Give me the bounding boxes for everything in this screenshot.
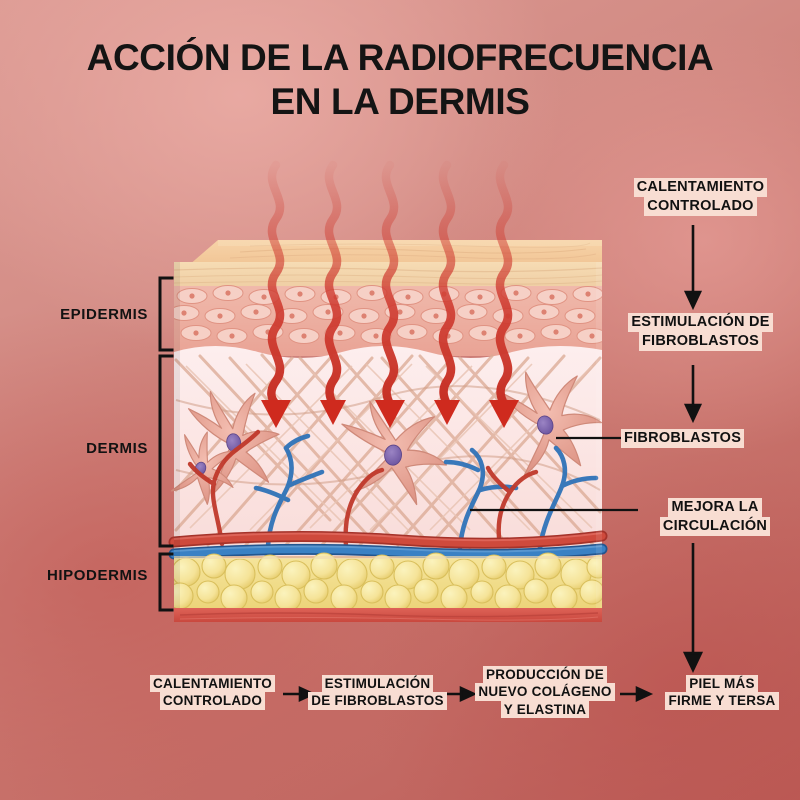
callout-leader-lines	[470, 436, 638, 512]
rf-arrowhead	[375, 400, 405, 428]
callout-fibroblastos: FIBROBLASTOS	[624, 429, 742, 448]
layer-label-dermis: DERMIS	[0, 440, 148, 457]
rf-arrowhead	[261, 400, 291, 428]
page-title: ACCIÓN DE LA RADIOFRECUENCIA EN LA DERMI…	[0, 36, 800, 123]
bottom-flow-arrows	[283, 685, 654, 703]
artery-vessel	[170, 532, 606, 547]
hypodermis-fat-layer	[174, 552, 602, 610]
radiofrequency-arrowheads	[261, 400, 519, 428]
flow-step-calentamiento-controlado: CALENTAMIENTO CONTROLADO	[153, 675, 272, 710]
bottom-arrow-2	[444, 685, 478, 703]
flow-arrow-3	[682, 543, 704, 674]
artery-capillaries	[187, 429, 539, 549]
rf-wave	[438, 160, 456, 409]
flow-step-estimulacion-fibroblastos: ESTIMULACIÓN DE FIBROBLASTOS	[311, 675, 444, 710]
title-line-1: ACCIÓN DE LA RADIOFRECUENCIA	[86, 37, 714, 78]
callout-mejora-circulacion: MEJORA LA CIRCULACIÓN	[662, 498, 768, 536]
layer-label-epidermis-text: EPIDERMIS	[60, 306, 148, 323]
layer-brackets	[158, 276, 174, 612]
flow-step-piel-firme: PIEL MÁS FIRME Y TERSA	[668, 675, 776, 710]
skin-block-edge	[174, 262, 602, 608]
layer-label-hipodermis: HIPODERMIS	[0, 567, 148, 584]
rf-wave	[495, 160, 513, 409]
bottom-arrow-3	[620, 685, 654, 703]
main-vessels	[168, 530, 608, 560]
layer-label-hipodermis-text: HIPODERMIS	[46, 567, 148, 584]
callout-calentamiento-controlado: CALENTAMIENTO CONTROLADO	[636, 178, 765, 216]
fat-globules	[174, 552, 602, 609]
flow-arrow-1	[683, 225, 703, 311]
rf-wave	[267, 160, 285, 409]
fibroblast-cell	[500, 371, 603, 477]
bracket-epidermis	[158, 276, 174, 352]
fibroblast-cell	[187, 390, 280, 495]
layer-label-epidermis: EPIDERMIS	[0, 306, 148, 323]
layer-label-dermis-text: DERMIS	[86, 440, 148, 457]
callout-estimulacion-fibroblastos: ESTIMULACIÓN DE FIBROBLASTOS	[631, 313, 770, 351]
muscle-base-layer	[174, 608, 602, 622]
rf-wave	[324, 160, 342, 409]
dermis-layer	[168, 345, 608, 560]
rf-arrowhead	[434, 400, 460, 425]
vein-capillaries	[253, 433, 599, 551]
title-line-2: EN LA DERMIS	[270, 80, 530, 122]
right-flow-arrows	[682, 225, 704, 674]
rf-wave	[381, 160, 399, 409]
bracket-dermis	[158, 354, 174, 548]
flow-step-produccion-colageno: PRODUCCIÓN DE NUEVO COLÁGENO Y ELASTINA	[478, 666, 612, 718]
blood-vessel-network	[187, 429, 599, 551]
bottom-arrow-1	[283, 685, 317, 703]
bracket-hipodermis	[158, 552, 174, 612]
flow-arrow-2	[683, 365, 703, 424]
vein-vessel	[170, 545, 606, 559]
rf-arrowhead	[320, 400, 346, 425]
rf-arrowhead	[489, 400, 519, 428]
radiofrequency-waves	[267, 160, 513, 409]
